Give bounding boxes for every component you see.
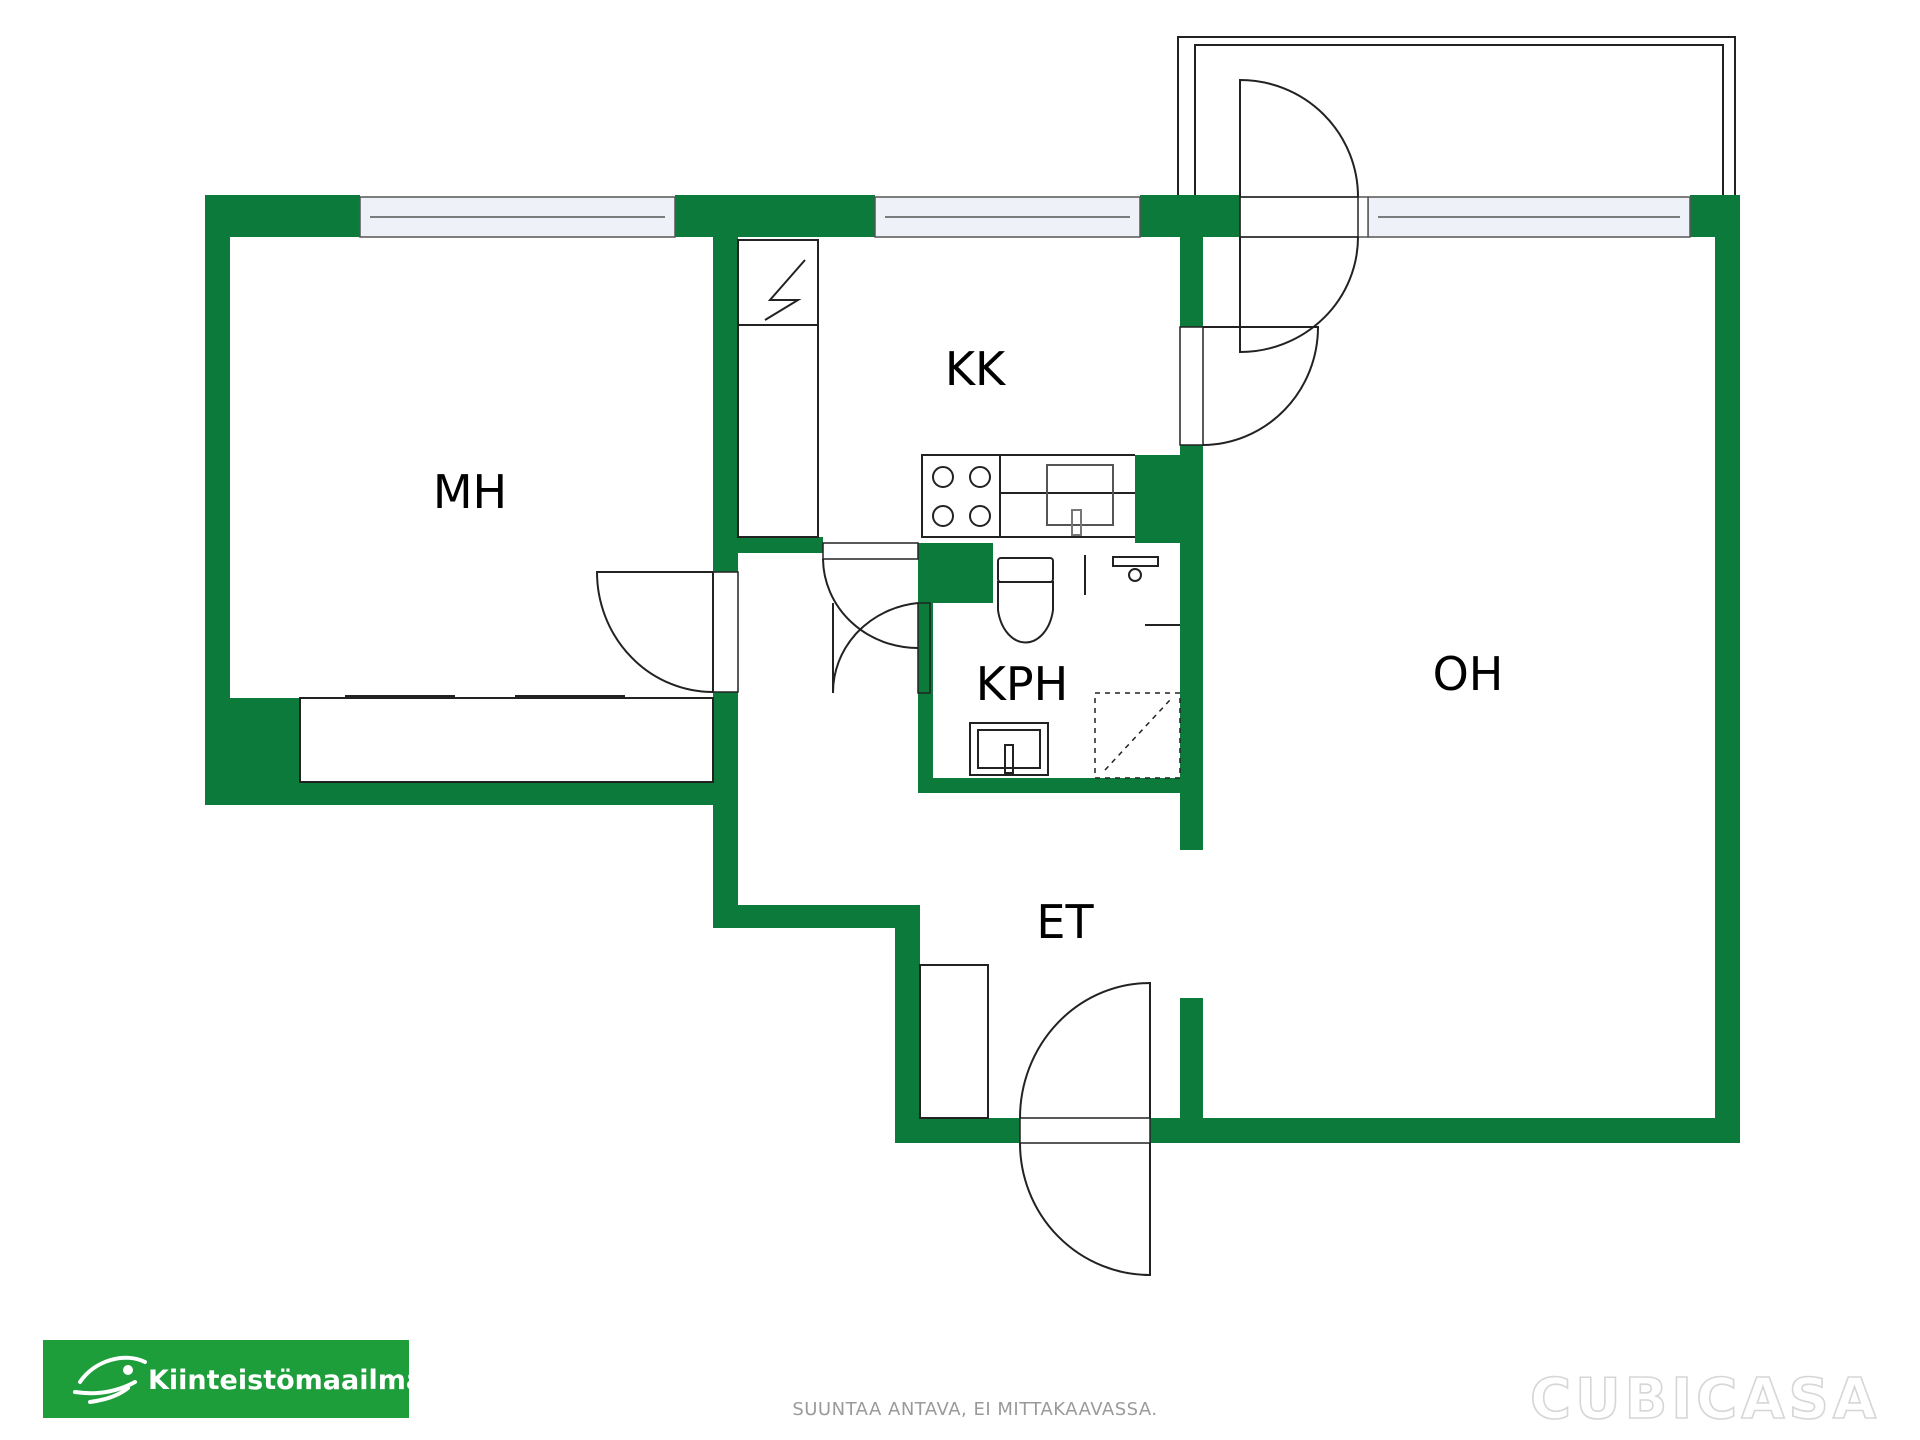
brand-logo: Kiinteistömaailma [43, 1340, 424, 1418]
wall [738, 537, 823, 553]
wall [675, 195, 875, 237]
toilet-tank [997, 557, 1054, 583]
room-label-mh: MH [433, 465, 507, 519]
wall [713, 905, 920, 928]
room-label-et: ET [1036, 895, 1094, 949]
door-swing [1019, 981, 1151, 1119]
room-label-oh: OH [1433, 647, 1504, 701]
room-label-kph: KPH [976, 657, 1069, 711]
wall [1135, 455, 1203, 543]
balcony-door-frame [1239, 196, 1369, 238]
wall [1715, 195, 1740, 1143]
lion-icon [73, 1355, 147, 1404]
toilet-bowl [997, 581, 1054, 644]
fixtures [299, 78, 1359, 1277]
brand-name: Kiinteistömaailma [148, 1365, 424, 1396]
door-swing [1019, 1142, 1151, 1277]
wall [205, 782, 715, 805]
balcony [1177, 36, 1736, 197]
door-swing [595, 571, 714, 693]
watermark-logo: CUBICASA [1530, 1367, 1880, 1432]
closet [919, 964, 989, 1119]
bath-sink [969, 722, 1049, 776]
kitchen-cabinet [737, 324, 819, 538]
stove [921, 454, 1001, 538]
wall [1180, 445, 1203, 850]
wall [895, 1118, 1020, 1143]
wall [918, 778, 1203, 793]
wall [205, 195, 360, 237]
door-swing [1239, 78, 1359, 198]
wall [713, 237, 738, 572]
wall [895, 905, 920, 1143]
walls [205, 195, 1740, 1143]
wall [1140, 195, 1240, 237]
wall [713, 692, 738, 928]
door-swing [831, 602, 919, 694]
electric-symbol [764, 259, 806, 321]
wall [1180, 998, 1203, 1143]
door-swing [1239, 236, 1359, 354]
wall [1150, 1118, 1740, 1143]
wardrobe [299, 697, 714, 783]
door-swing [1202, 326, 1320, 446]
room-label-kk: KK [945, 342, 1007, 396]
windows [359, 196, 1691, 238]
disclaimer-text: SUUNTAA ANTAVA, EI MITTAKAAVASSA. [792, 1399, 1157, 1420]
room-labels: MH KK KPH OH ET [433, 342, 1504, 949]
shower [1094, 692, 1181, 779]
wall [1180, 237, 1203, 327]
